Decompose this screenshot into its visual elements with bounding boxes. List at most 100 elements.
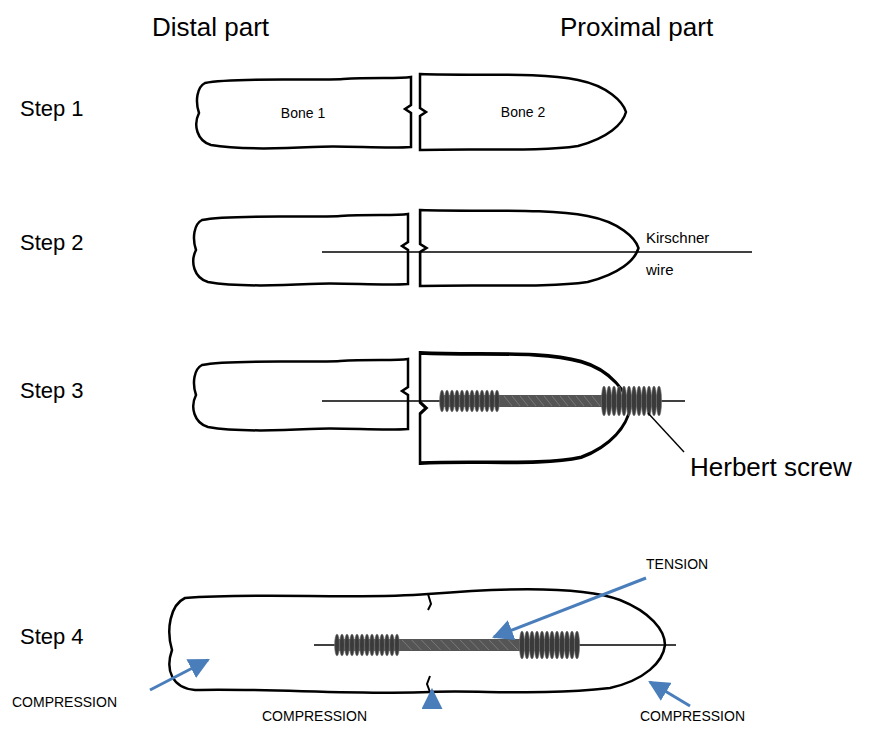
screw-thread [631,386,636,416]
bone-fragment: Bone 2 [418,72,628,152]
screw-thread [470,390,475,412]
bone-label: Bone 1 [281,105,325,121]
screw-thread [574,631,579,659]
healed-bone-outline [169,589,665,693]
step-label: Step 4 [20,624,84,650]
screw-thread [495,390,500,412]
herbert-screw [335,631,580,659]
screw-thread [549,631,554,659]
compression-arrow [150,660,208,690]
screw-thread [564,631,569,659]
shaft-shading [536,396,544,406]
bone-outline [420,74,626,150]
step-label: Step 1 [20,96,84,122]
screw-thread [360,634,365,656]
screw-thread [519,631,524,659]
screw-thread [534,631,539,659]
force-label: COMPRESSION [12,694,117,711]
compression-arrow [650,682,690,706]
part-label: Kirschner wire [646,222,726,286]
column-heading: Distal part [152,12,269,43]
screw-thread [646,386,651,416]
step-label: Step 3 [20,378,84,404]
screw-thread [350,634,355,656]
shaft-shading [584,396,592,406]
screw-thread [485,390,490,412]
screw-thread [569,631,574,659]
shaft-shading [552,396,560,406]
bone-outline [420,210,638,286]
screw-thread [440,390,445,412]
screw-thread [490,390,495,412]
screw-thread [601,386,606,416]
screw-thread [395,634,400,656]
screw-thread [340,634,345,656]
shaft-shading [508,640,518,650]
kirschner-wires [314,252,752,645]
screw-thread [480,390,485,412]
screw-thread [539,631,544,659]
bone-label: Bone 2 [501,104,545,120]
screw-thread [611,386,616,416]
shaft-shading [568,396,576,406]
shaft-shading [441,640,451,650]
herbert-screw [440,386,662,416]
shaft-shading [499,640,509,650]
screw-thread [375,634,380,656]
shaft-shading [528,396,536,406]
shaft-shading [421,640,431,650]
screw-thread [651,386,656,416]
screw-thread [616,386,621,416]
screw-thread [455,390,460,412]
bone-fragment: Bone 1 [193,75,413,150]
shaft-shading [592,396,600,406]
shaft-shading [479,640,489,650]
force-arrows [150,578,690,707]
shaft-shading [520,396,528,406]
screw-thread [355,634,360,656]
column-heading: Proximal part [560,12,713,43]
kirschner-wire [322,251,752,253]
shaft-shading [460,640,470,650]
screw-thread [460,390,465,412]
force-label: TENSION [646,556,708,573]
screw-thread [636,386,641,416]
screw-thread [475,390,480,412]
shaft-shading [504,396,512,406]
shaft-shading [470,640,480,650]
shaft-shading [412,640,422,650]
screw-thread [335,634,340,656]
bones [169,210,665,693]
screw-thread [524,631,529,659]
screw-thread [345,634,350,656]
screw-thread [559,631,564,659]
screw-thread [656,386,661,416]
screw-thread [380,634,385,656]
screw-thread [445,390,450,412]
shaft-shading [450,640,460,650]
bone-outline [193,359,408,430]
screw-thread [606,386,611,416]
shaft-shading [489,640,499,650]
leader-line [648,413,684,452]
screw-thread [465,390,470,412]
bone-outline [193,214,408,285]
screw-thread [365,634,370,656]
shaft-shading [512,396,520,406]
screw-thread [641,386,646,416]
shaft-shading [402,640,412,650]
bone-outline [420,353,630,463]
part-label: Herbert screw [690,452,852,483]
screw-thread [390,634,395,656]
shaft-shading [560,396,568,406]
shaft-shading [544,396,552,406]
screw-thread [450,390,455,412]
screw-thread [626,386,631,416]
force-label: COMPRESSION [640,708,745,725]
bone-outline [196,77,411,148]
tension-arrow [494,578,646,637]
screw-thread [370,634,375,656]
shaft-shading [431,640,441,650]
